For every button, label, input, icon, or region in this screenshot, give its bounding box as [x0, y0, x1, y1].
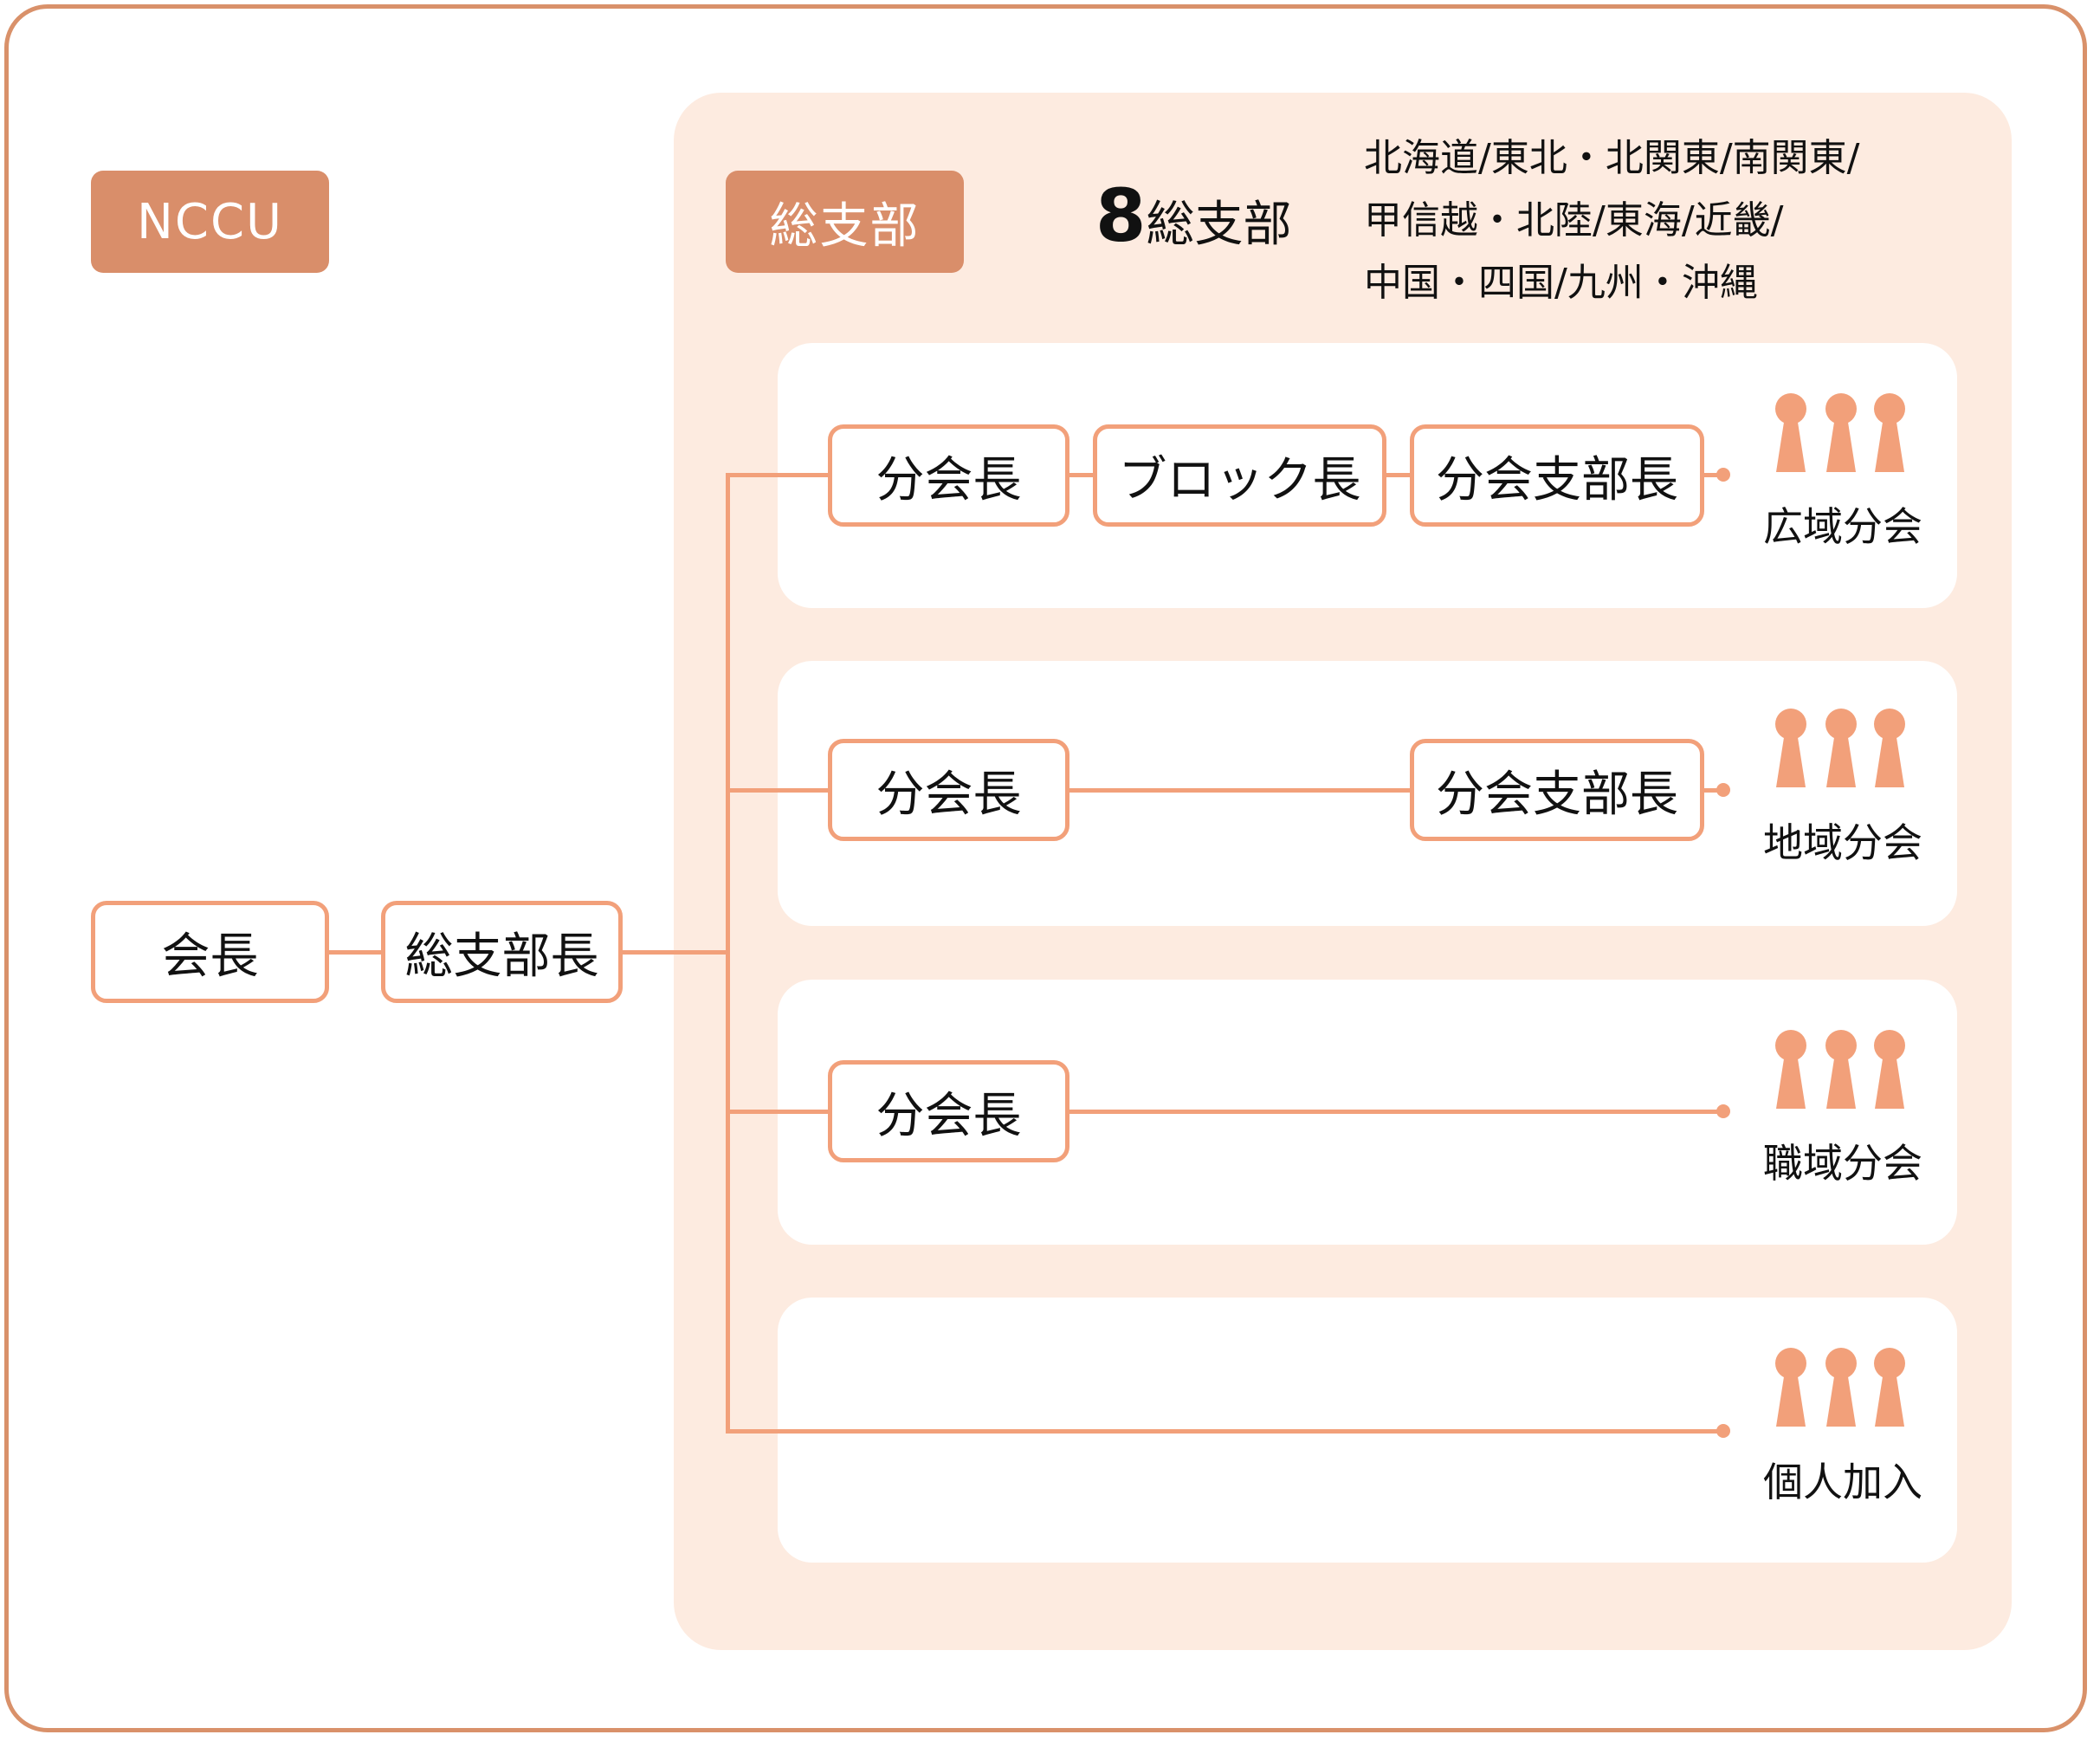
- connector-dot: [1716, 1104, 1730, 1118]
- people-icon: [1775, 393, 1905, 472]
- branch-head-box: 分会長: [828, 1060, 1069, 1162]
- people-icon: [1775, 709, 1905, 787]
- branch-count-label: 総支部: [1146, 197, 1292, 253]
- general-branch-head-box: 総支部長: [381, 901, 623, 1003]
- people-icon: [1775, 1030, 1905, 1109]
- connector-general-head: [622, 950, 727, 955]
- connector-row-1-b: [1383, 473, 1412, 477]
- connector-row-2: [726, 788, 830, 793]
- connector-dot: [1716, 468, 1730, 482]
- connector-row-3: [726, 1110, 830, 1114]
- region-list: 北海道/東北・北関東/南関東/ 甲信越・北陸/東海/近畿/ 中国・四国/九州・沖…: [1364, 127, 1970, 314]
- branch-count: 8 総支部: [1095, 173, 1291, 258]
- connector-row-3-a: [1067, 1110, 1723, 1114]
- connector-row-2-a: [1067, 788, 1412, 793]
- people-icon: [1775, 1348, 1905, 1427]
- group-label: 個人加入: [1763, 1459, 1922, 1505]
- nccu-tag: NCCU: [91, 171, 329, 273]
- branch-sub-head-box: 分会支部長: [1410, 739, 1704, 841]
- branch-head-box: 分会長: [828, 739, 1069, 841]
- region-line: 中国・四国/九州・沖縄: [1364, 261, 1758, 305]
- block-head-box: ブロック長: [1093, 424, 1386, 527]
- outer-frame: [4, 4, 2087, 1732]
- connector-president: [329, 950, 384, 955]
- branch-sub-head-box: 分会支部長: [1410, 424, 1704, 527]
- president-box: 会長: [91, 901, 329, 1003]
- connector-row-1: [726, 473, 830, 477]
- connector-row-4: [726, 1429, 1723, 1434]
- connector-row-2-end: [1701, 788, 1723, 793]
- connector-dot: [1716, 783, 1730, 797]
- region-line: 甲信越・北陸/東海/近畿/: [1364, 198, 1784, 243]
- region-line: 北海道/東北・北関東/南関東/: [1364, 136, 1860, 180]
- connector-row-1-a: [1067, 473, 1095, 477]
- connector-trunk: [726, 473, 730, 1434]
- connector-row-1-end: [1701, 473, 1723, 477]
- sousibu-tag: 総支部: [726, 171, 964, 273]
- group-label: 広域分会: [1763, 503, 1922, 550]
- group-label: 職域分会: [1763, 1140, 1922, 1187]
- group-label: 地域分会: [1763, 819, 1922, 866]
- connector-dot: [1716, 1424, 1730, 1438]
- branch-head-box: 分会長: [828, 424, 1069, 527]
- branch-count-number: 8: [1095, 173, 1147, 258]
